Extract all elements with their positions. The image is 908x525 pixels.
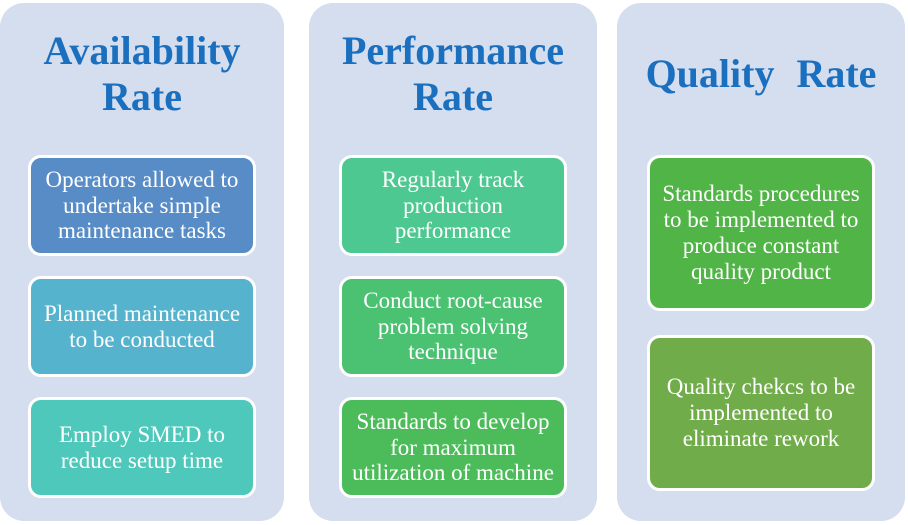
performance-rate-panel: Performance Rate Regularly track product… <box>309 3 597 521</box>
availability-box-3: Employ SMED to reduce setup time <box>28 397 256 498</box>
quality-box-1: Standards procedures to be implemented t… <box>647 155 875 311</box>
quality-box-2: Quality chekcs to be implemented to elim… <box>647 335 875 491</box>
availability-box-2: Planned maintenance to be conducted <box>28 276 256 377</box>
availability-rate-title: Availability Rate <box>43 28 241 119</box>
performance-box-1: Regularly track production performance <box>339 155 567 256</box>
availability-rate-panel: Availability Rate Operators allowed to u… <box>0 3 284 521</box>
quality-rate-panel: Quality Rate Standards procedures to be … <box>617 3 905 521</box>
quality-rate-title: Quality Rate <box>645 51 877 96</box>
performance-box-3: Standards to develop for maximum utiliza… <box>339 397 567 498</box>
availability-box-1: Operators allowed to undertake simple ma… <box>28 155 256 256</box>
performance-box-2: Conduct root-cause problem solving techn… <box>339 276 567 377</box>
performance-rate-title: Performance Rate <box>341 28 565 119</box>
